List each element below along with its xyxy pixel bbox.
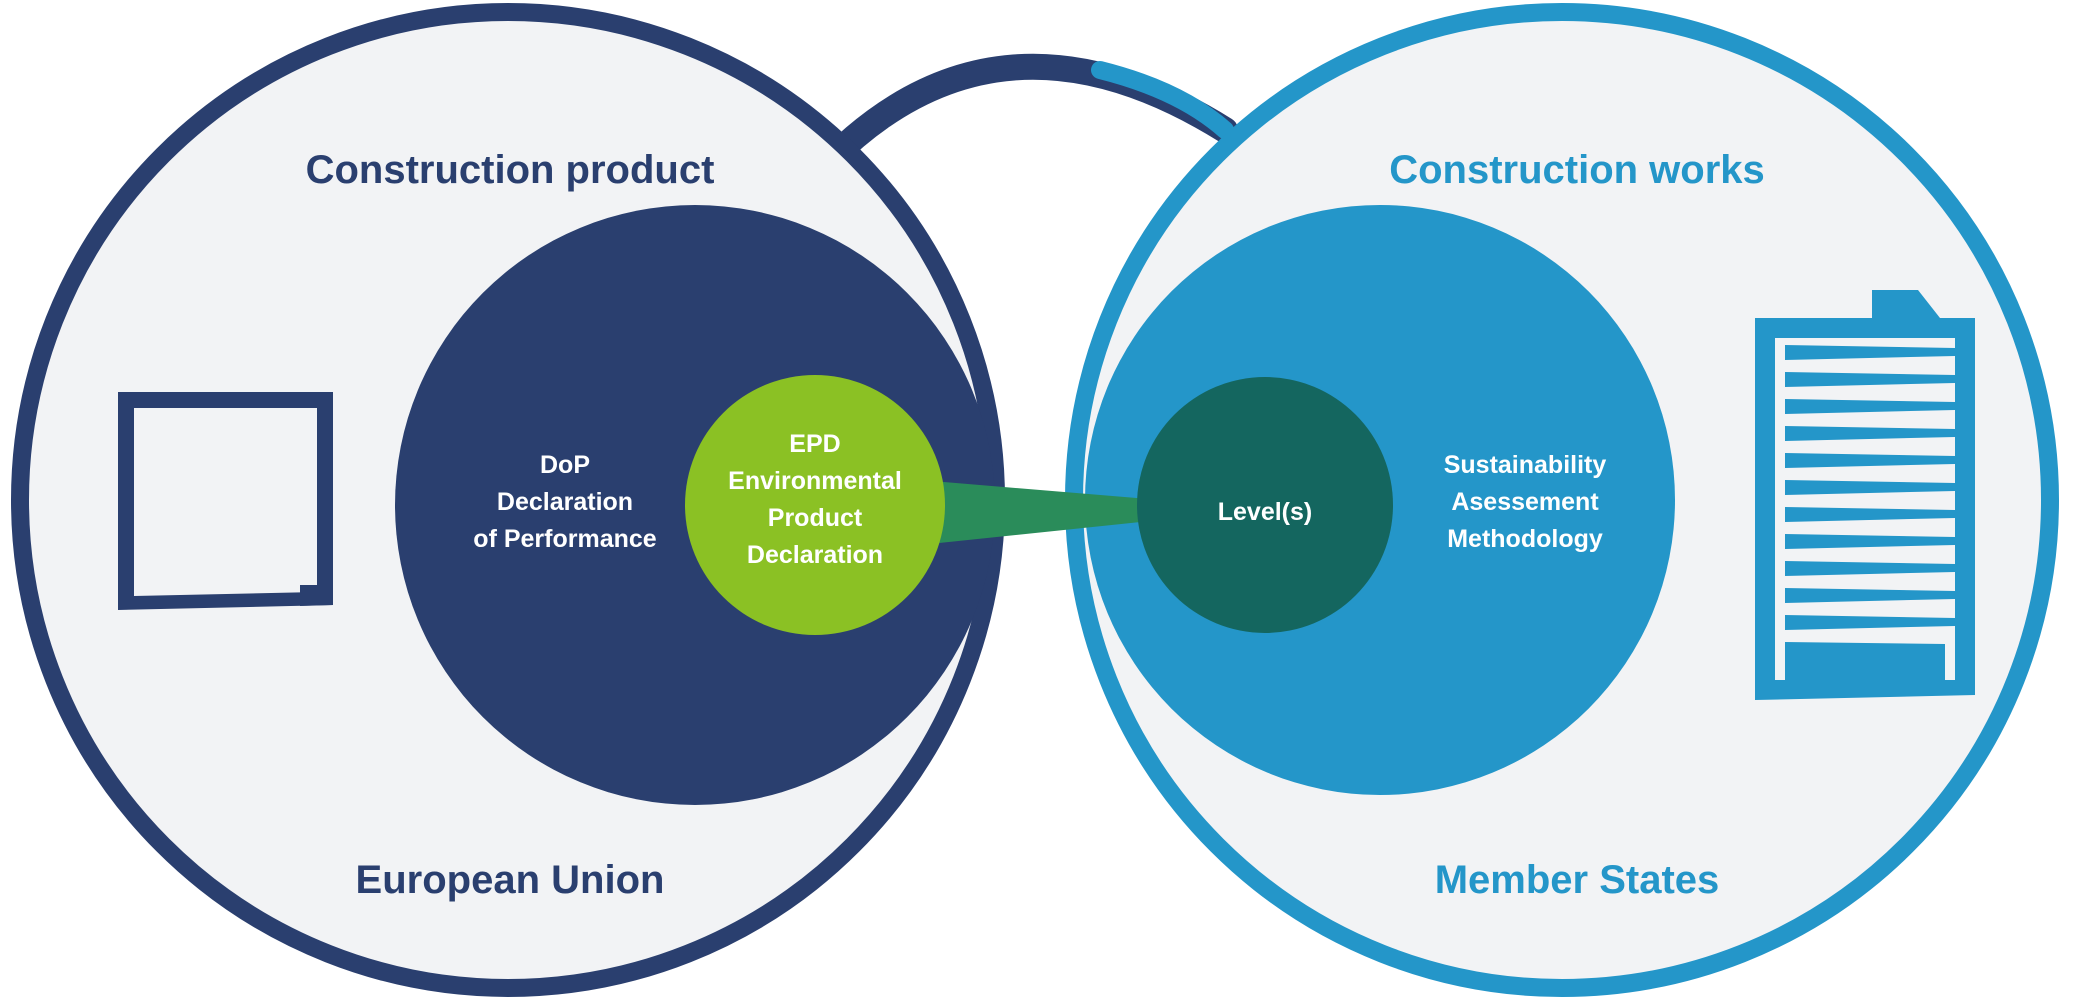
epd-line-3: Product (768, 504, 863, 532)
connector-arc-light (1091, 61, 1234, 139)
building-icon (1755, 290, 1975, 700)
epd-line-4: Declaration (747, 541, 883, 569)
dop-line-3: of Performance (473, 525, 656, 553)
epd-line-2: Environmental (728, 467, 902, 495)
epd-line-1: EPD (789, 430, 840, 458)
sustainability-line-1: Sustainability (1444, 451, 1607, 479)
epd-level-connector (920, 480, 1160, 545)
sustainability-line-2: Asessement (1451, 488, 1599, 516)
sustainability-line-3: Methodology (1447, 525, 1603, 553)
levels-circle (1137, 377, 1393, 633)
product-square-icon (118, 392, 333, 610)
epd-circle (685, 375, 945, 635)
right-title: Construction works (1389, 148, 1765, 192)
left-footer: European Union (356, 858, 665, 902)
connector-arc (817, 53, 1238, 173)
right-footer: Member States (1435, 858, 1720, 902)
dop-line-1: DoP (540, 451, 590, 479)
left-title: Construction product (306, 148, 715, 192)
levels-label: Level(s) (1218, 498, 1312, 526)
dop-line-2: Declaration (497, 488, 633, 516)
